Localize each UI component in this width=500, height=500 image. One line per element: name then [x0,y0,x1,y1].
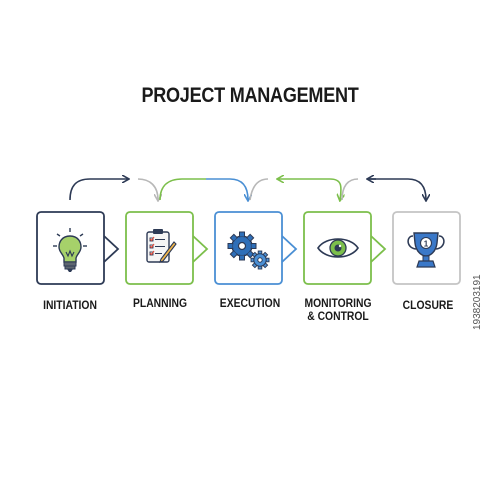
gears-icon [227,231,270,270]
stage-label-initiation: INITIATION [27,300,113,313]
side-image-id: 1938203191 [472,274,483,330]
stage-label-line1: CLOSURE [402,300,454,312]
stage-label-line1: INITIATION [43,300,97,312]
connector-green-planning-to-execution [159,178,206,201]
stage-label-line1: EXECUTION [219,298,281,310]
stage-label-line1: MONITORING [304,298,372,310]
stage-label-planning: PLANNING [117,298,203,311]
connector-blue-into-execution [206,178,248,200]
connector-gray-monitoring-right [341,178,359,201]
connector-initiation-to-planning [69,179,128,201]
stage-label-monitoring: MONITORING & CONTROL [295,298,381,324]
connector-green-into-monitoring [329,178,341,200]
stage-label-closure: CLOSURE [385,300,471,313]
diagram-title: PROJECT MANAGEMENT [141,84,359,107]
stage-label-line1: PLANNING [132,298,188,310]
connector-gray-execution-right [249,178,269,201]
lightbulb-icon [53,228,87,272]
connector-gray-into-planning [137,178,158,200]
eye-icon [317,238,359,258]
stage-label-execution: EXECUTION [207,298,293,311]
trophy-icon: 1 [407,232,445,268]
connector-navy-closure [370,178,426,200]
svg-text:1: 1 [424,240,429,249]
clipboard-checklist-icon [146,229,177,263]
stage-label-line2: & CONTROL [307,311,369,323]
